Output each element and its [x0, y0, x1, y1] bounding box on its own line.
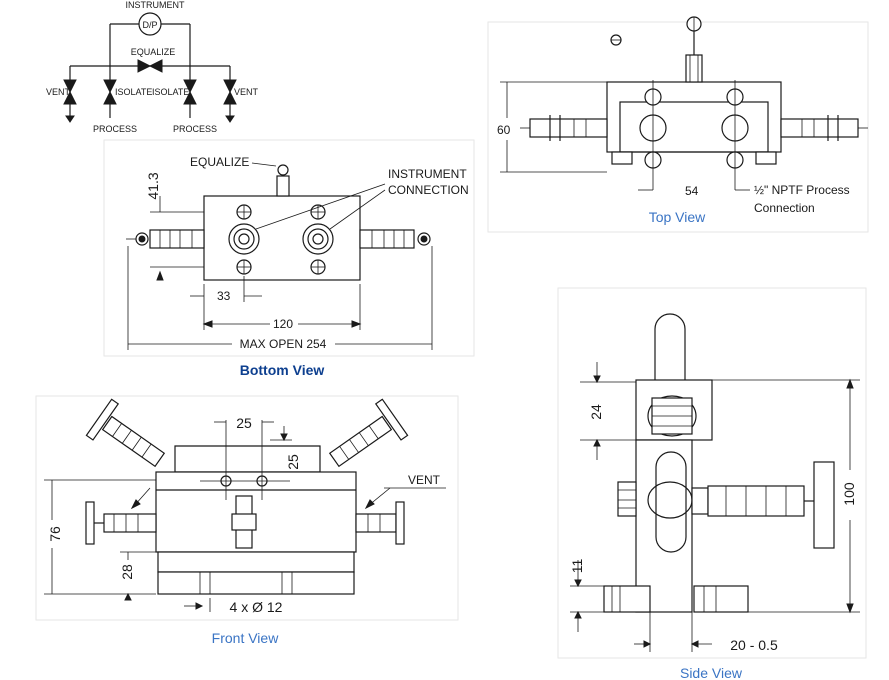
side-dim-bottom: 11: [569, 559, 585, 574]
front-view: VENT 25 25 76 28 4 x Ø 12 Front View: [35, 395, 459, 646]
equalize-label: EQUALIZE: [131, 47, 176, 57]
vent-left-label: VENT: [46, 87, 71, 97]
top-view-block: [606, 81, 782, 153]
side-dim-width: 20 - 0.5: [730, 637, 778, 653]
npt-label-1: ½" NPTF Process: [754, 183, 850, 197]
top-right-valve: [780, 118, 859, 138]
gauge-label: D/P: [142, 20, 157, 30]
isolate-left-label: ISOLATE: [115, 87, 152, 97]
front-view-base: [157, 571, 355, 595]
side-dim-height: 100: [841, 482, 857, 506]
front-dim-height: 76: [47, 526, 63, 542]
process-right-label: PROCESS: [173, 124, 217, 134]
bottom-right-valve: [359, 229, 415, 249]
front-dim-vspace: 25: [285, 454, 301, 470]
instrument-connection-label-2: CONNECTION: [388, 183, 469, 197]
bottom-dim-height: 41.3: [145, 172, 161, 199]
bottom-view-block: [203, 195, 361, 281]
top-view: 60 54 ½" NPTF Process Connection Top Vie…: [487, 16, 869, 233]
isolate-valve-left-icon: [103, 79, 117, 94]
bottom-view: EQUALIZE INSTRUMENT CONNECTION 41.3 33: [103, 139, 475, 378]
front-dim-hspace: 25: [236, 415, 252, 431]
bottom-dim-max-open: MAX OPEN 254: [240, 337, 327, 351]
equalize-handle-icon: [277, 164, 289, 176]
instrument-connection-left: [228, 223, 260, 255]
bottom-left-valve: [149, 229, 205, 249]
side-dim-top: 24: [588, 404, 604, 420]
side-base-foot-right: [693, 585, 749, 613]
npt-label-2: Connection: [754, 201, 815, 215]
top-dim-height: 60: [497, 123, 511, 137]
top-dim-spacing: 54: [685, 184, 699, 198]
equalize-label-bottom: EQUALIZE: [190, 155, 249, 169]
side-base-foot-left: [603, 585, 651, 613]
front-dim-base: 28: [119, 564, 135, 580]
instrument-connection-right: [302, 223, 334, 255]
bottom-dim-width: 120: [273, 317, 293, 331]
instrument-connection-label-1: INSTRUMENT: [388, 167, 467, 181]
front-dim-holes: 4 x Ø 12: [230, 599, 283, 615]
top-left-valve: [529, 118, 608, 138]
top-view-caption: Top View: [649, 209, 706, 225]
isolate-right-label: ISOLATE: [152, 87, 189, 97]
vent-valve-right-icon: [223, 79, 237, 94]
vent-valve-left-icon: [63, 79, 77, 94]
valve-schematic: D/P INSTRUMENT EQUALIZE VENT VENT ISOLAT…: [46, 0, 259, 134]
bottom-view-caption: Bottom View: [240, 362, 325, 378]
front-view-block: [155, 471, 357, 553]
process-left-label: PROCESS: [93, 124, 137, 134]
side-valve-handwheel: [813, 461, 835, 549]
vent-right-label: VENT: [234, 87, 259, 97]
equalize-valve-icon: [137, 59, 152, 73]
side-view: 24 100 11 20 - 0.5 Side View: [557, 287, 867, 680]
instrument-label: INSTRUMENT: [126, 0, 185, 10]
front-view-caption: Front View: [212, 630, 280, 646]
side-view-caption: Side View: [680, 665, 743, 680]
isolate-valve-right-icon: [183, 79, 197, 94]
bottom-dim-offset: 33: [217, 289, 231, 303]
side-valve: [707, 485, 805, 517]
vent-label-front: VENT: [408, 473, 441, 487]
